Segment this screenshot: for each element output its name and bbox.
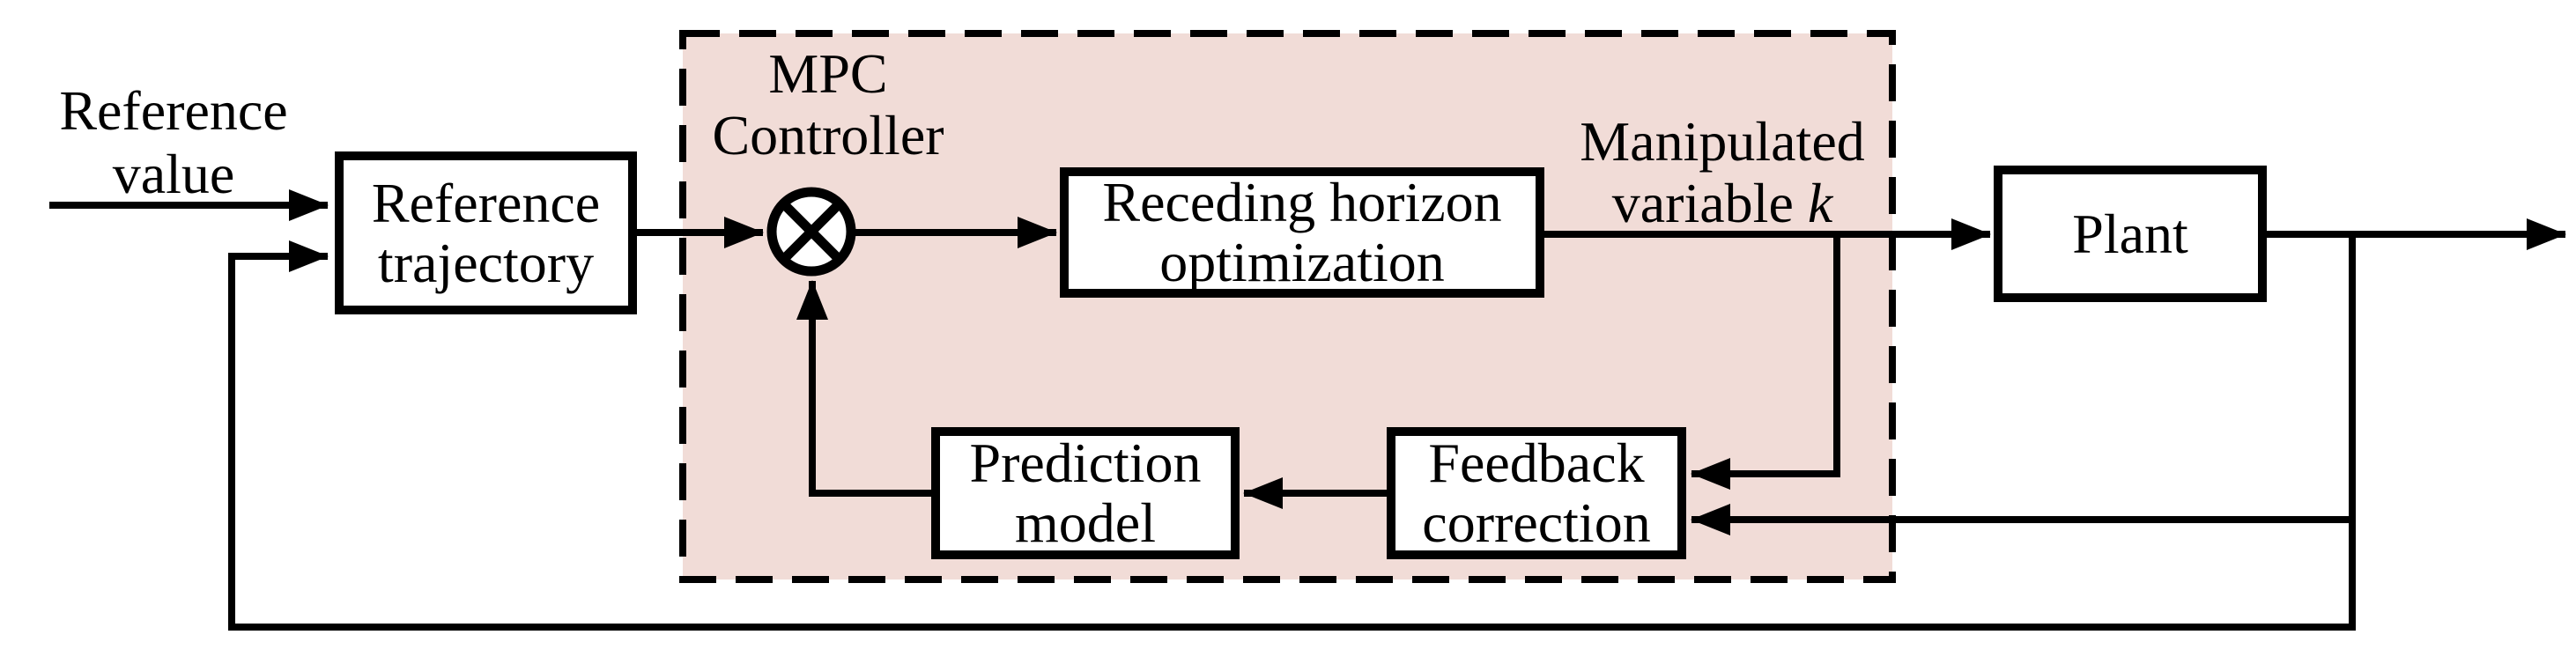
block-receding-horizon-optimization: Receding horizon optimization (1060, 167, 1544, 298)
block-prediction-model: Prediction model (931, 427, 1240, 559)
block-plant: Plant (1994, 166, 2267, 302)
block-label-line: trajectory (377, 231, 595, 294)
label-line: MPC (768, 42, 888, 105)
label-reference-value: Reference value (33, 79, 315, 206)
block-label-line: Feedback (1428, 432, 1645, 494)
label-line: value (112, 143, 235, 205)
label-manipulated-variable: Manipulated variable k (1546, 111, 1899, 234)
block-label-line: Receding horizon (1102, 171, 1502, 233)
label-line-prefix: variable (1611, 172, 1808, 234)
variable-symbol: k (1807, 172, 1833, 234)
label-line: variable k (1546, 173, 1899, 234)
block-label-line: optimization (1159, 231, 1445, 293)
arrow-prediction-to-sum (796, 280, 931, 497)
label-line: Reference (59, 79, 288, 142)
label-line: Manipulated (1580, 110, 1865, 173)
block-feedback-correction: Feedback correction (1387, 427, 1686, 559)
block-label-line: Reference (371, 171, 601, 234)
arrow-manipulated-to-feedback (1691, 234, 1840, 490)
label-mpc-controller: MPC Controller (696, 43, 960, 166)
block-label-line: Prediction (969, 432, 1202, 494)
summing-junction-icon (766, 187, 856, 277)
arrow-outer-feedback-loop (228, 234, 2356, 631)
block-label-line: model (1015, 491, 1156, 554)
block-reference-trajectory: Reference trajectory (335, 151, 637, 314)
block-label-line: correction (1422, 491, 1651, 554)
block-label-line: Plant (2072, 202, 2188, 265)
label-line: Controller (712, 104, 944, 166)
